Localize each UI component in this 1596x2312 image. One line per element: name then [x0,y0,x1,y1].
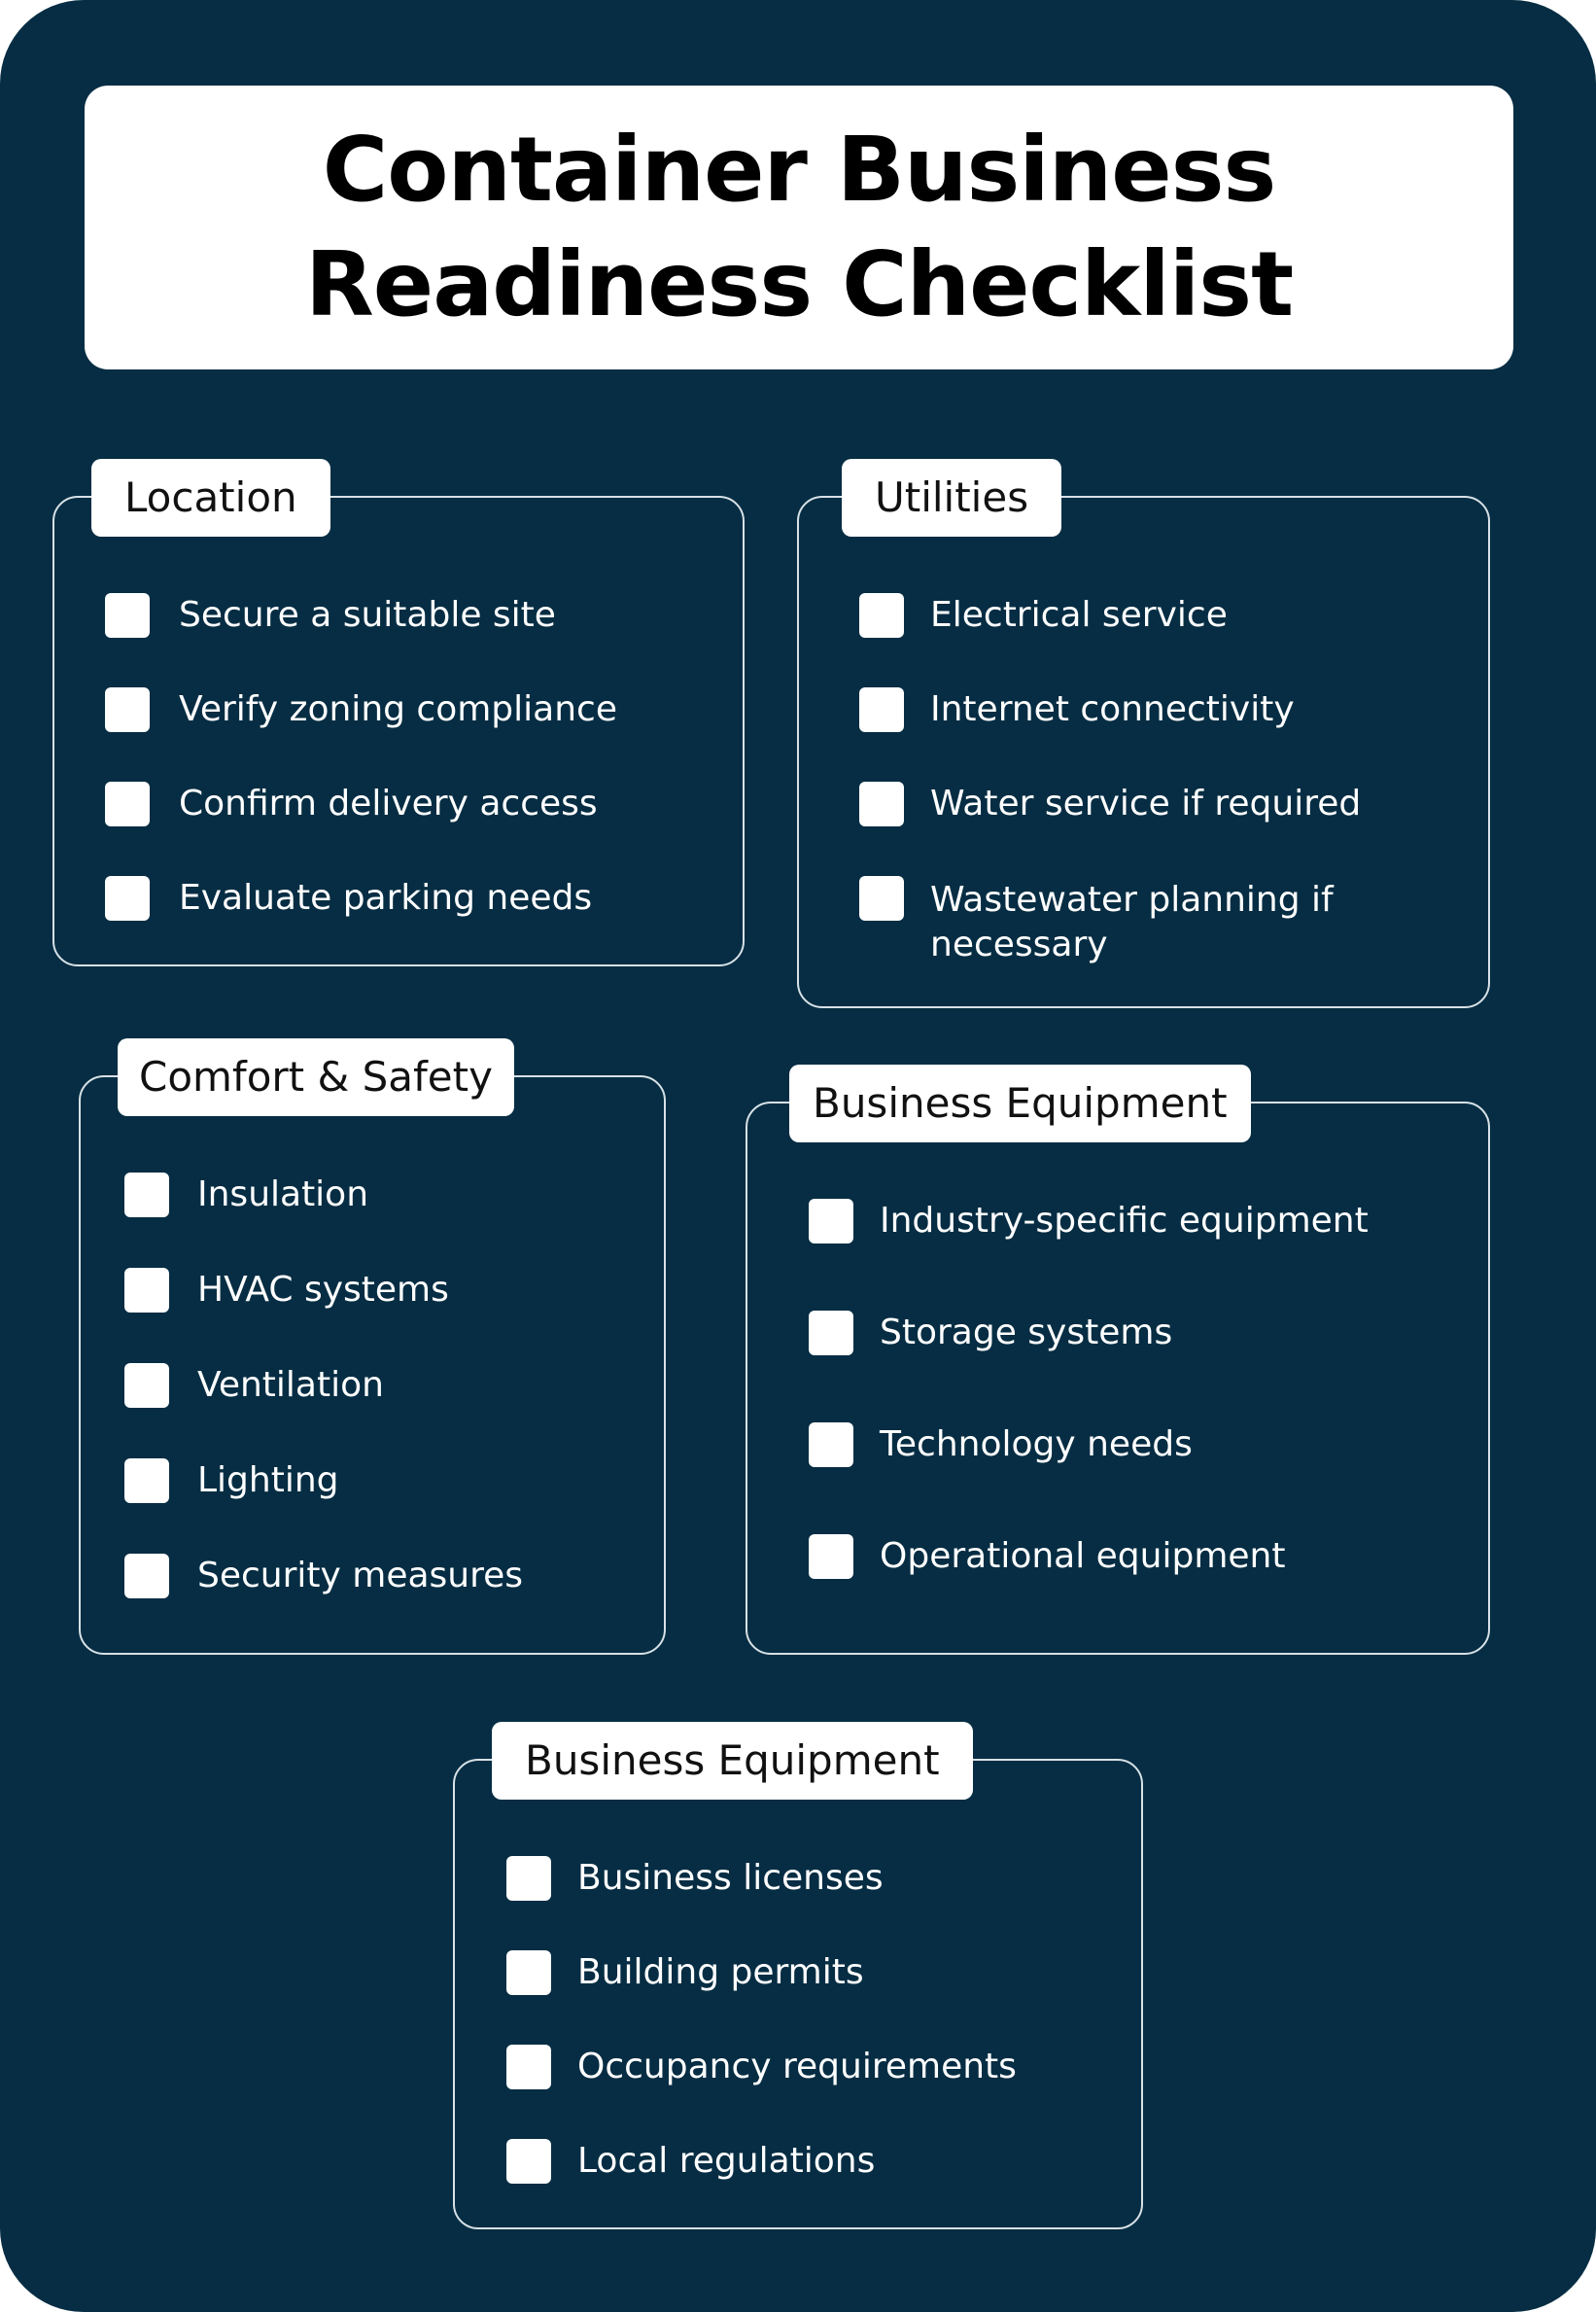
checklist-item-label: HVAC systems [197,1270,449,1310]
title-line-1: Container Business [322,118,1276,222]
section-heading-utilities: Utilities [842,459,1062,537]
checkbox[interactable] [105,782,150,826]
checklist-item-label: Evaluate parking needs [179,878,593,918]
title-banner: Container Business Readiness Checklist [85,86,1513,369]
checkbox[interactable] [859,876,904,921]
section-business-equipment: Business Equipment Industry-specific equ… [746,1065,1490,1655]
checkbox[interactable] [124,1458,169,1503]
checklist-item-label: Water service if required [930,784,1362,823]
checklist-item-label: Electrical service [930,595,1228,635]
checkbox[interactable] [105,593,150,638]
checkbox[interactable] [506,1856,551,1901]
checklist-item-label: Occupancy requirements [577,2047,1017,2086]
section-comfort-safety: Comfort & Safety Insulation HVAC systems… [79,1038,666,1655]
section-heading-comfort-safety: Comfort & Safety [118,1038,514,1116]
checkbox[interactable] [105,876,150,921]
checkbox[interactable] [809,1311,853,1355]
checkbox[interactable] [809,1422,853,1467]
checkbox[interactable] [124,1554,169,1598]
checkbox[interactable] [124,1173,169,1217]
checklist-item-label: Wastewater planning if necessary [930,880,1334,964]
checkbox[interactable] [506,2045,551,2089]
checkbox[interactable] [809,1199,853,1244]
checkbox[interactable] [506,1950,551,1995]
checkbox[interactable] [859,687,904,732]
section-utilities: Utilities Electrical service Internet co… [797,459,1490,1008]
checklist-item-label: Operational equipment [880,1536,1286,1576]
section-location: Location Secure a suitable site Verify z… [52,459,745,966]
checklist-item-label: Lighting [197,1460,339,1500]
section-heading-permits: Business Equipment [492,1722,973,1800]
checkbox[interactable] [105,687,150,732]
checklist-item-label: Internet connectivity [930,689,1295,729]
checkbox[interactable] [859,593,904,638]
section-permits: Business Equipment Business licenses Bui… [453,1722,1143,2229]
checklist-item-label: Storage systems [880,1313,1173,1352]
checklist-item-label: Local regulations [577,2141,876,2181]
checklist-item-label: Business licenses [577,1858,884,1898]
checkbox[interactable] [506,2139,551,2184]
checklist-item-label: Industry-specific equipment [880,1201,1369,1241]
checklist-item-label: Confirm delivery access [179,784,598,823]
checklist-item-label: Ventilation [197,1365,384,1405]
checkbox[interactable] [124,1268,169,1313]
checklist-item-label: Insulation [197,1174,369,1214]
checkbox[interactable] [809,1534,853,1579]
checklist-item-label: Security measures [197,1556,524,1595]
section-heading-business-equipment: Business Equipment [789,1065,1251,1142]
checklist-item-label: Building permits [577,1952,864,1992]
title-line-2: Readiness Checklist [304,232,1294,336]
checkbox[interactable] [124,1363,169,1408]
checkbox[interactable] [859,782,904,826]
section-heading-location: Location [91,459,330,537]
checklist-item-label: Secure a suitable site [179,595,556,635]
checklist-item-label: Technology needs [880,1424,1193,1464]
checklist-item-label: Verify zoning compliance [179,689,617,729]
